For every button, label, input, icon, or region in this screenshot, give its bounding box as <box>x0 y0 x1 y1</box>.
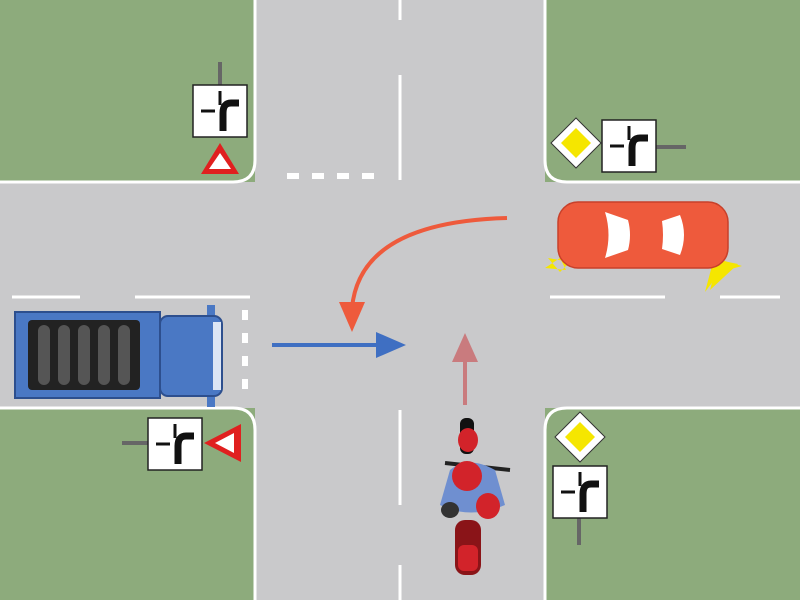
sign-group-bottom-right <box>553 411 607 545</box>
priority-road-direction-sign-icon <box>553 466 607 518</box>
lane-markings <box>12 0 780 600</box>
helmet <box>452 461 482 491</box>
motorcycle-path-arrow-icon <box>452 333 478 405</box>
sign-group-top-right <box>550 118 686 172</box>
car <box>545 201 742 292</box>
car-path-arrow-icon <box>339 216 508 332</box>
truck <box>14 305 223 407</box>
sign-group-top-left <box>193 62 247 174</box>
priority-road-direction-sign-icon <box>602 120 656 172</box>
priority-road-direction-sign-icon <box>193 85 247 137</box>
yield-line-top <box>287 173 374 179</box>
truck-path-arrow-icon <box>272 332 406 358</box>
priority-road-direction-sign-icon <box>148 418 202 470</box>
sign-group-bottom-left <box>122 418 241 470</box>
yield-line-left <box>242 310 248 389</box>
motorcycle <box>440 418 511 575</box>
